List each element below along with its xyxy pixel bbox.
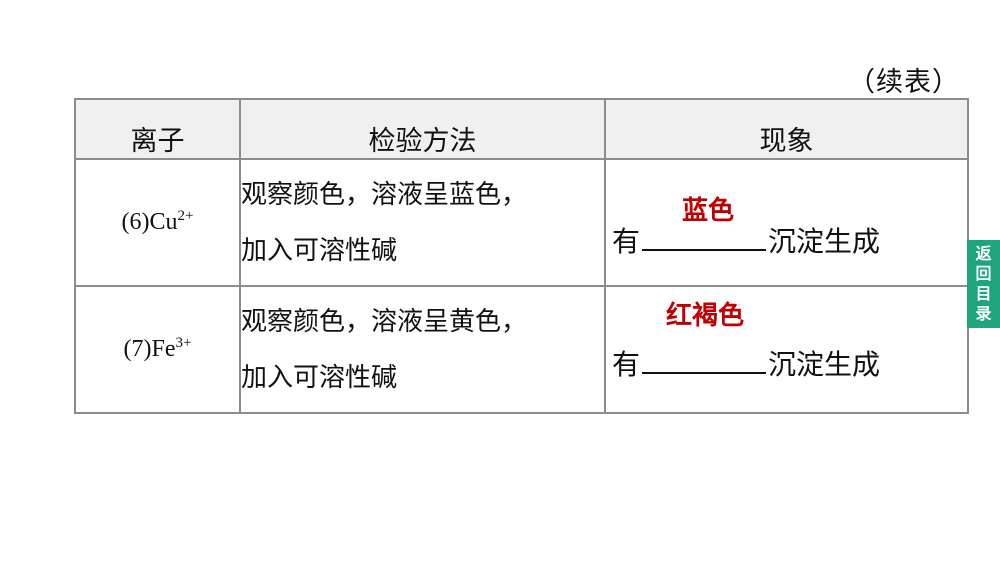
back-tab-char: 目: [975, 284, 992, 303]
ion-charge: 3+: [175, 335, 192, 351]
method-line: 观察颜色，溶液呈蓝色，: [241, 179, 528, 210]
answer-text: 红褐色: [666, 301, 745, 331]
table-row: (7)Fe3+ 观察颜色，溶液呈黄色， 加入可溶性碱 红褐色 有 沉淀生成: [74, 285, 969, 414]
ion-cell: (6)Cu2+: [74, 158, 241, 287]
header-phenomenon: 现象: [604, 98, 969, 160]
back-tab-char: 返: [975, 244, 992, 263]
method-line: 观察颜色，溶液呈黄色，: [241, 306, 528, 337]
fill-blank: [642, 348, 767, 374]
phenomenon-suffix: 沉淀生成: [768, 348, 881, 381]
fill-blank: [642, 225, 767, 251]
back-tab-char: 录: [975, 304, 992, 323]
phenomenon-prefix: 有: [612, 348, 641, 381]
ion-charge: 2+: [177, 208, 194, 224]
continued-table-label: （续表）: [848, 67, 960, 98]
table-row: (6)Cu2+ 观察颜色，溶液呈蓝色， 加入可溶性碱 蓝色 有 沉淀生成: [74, 158, 969, 287]
ion-cell: (7)Fe3+: [74, 285, 241, 414]
phenomenon-suffix: 沉淀生成: [768, 225, 881, 258]
phenomenon-cell: 蓝色 有 沉淀生成: [604, 158, 969, 287]
back-to-contents-button[interactable]: 返 回 目 录: [967, 240, 1000, 328]
method-line: 加入可溶性碱: [241, 235, 398, 266]
phenomenon-sentence: 有 沉淀生成: [612, 220, 880, 260]
table-header-row: 离子 检验方法 现象: [74, 98, 969, 160]
ion-test-table: 离子 检验方法 现象 (6)Cu2+ 观察颜色，溶液呈蓝色， 加入可溶性碱 蓝色…: [74, 98, 969, 414]
phenomenon-prefix: 有: [612, 225, 641, 258]
header-ion: 离子: [74, 98, 241, 160]
method-line: 加入可溶性碱: [241, 362, 398, 393]
method-cell: 观察颜色，溶液呈黄色， 加入可溶性碱: [239, 285, 606, 414]
ion-name: (6)Cu: [121, 209, 178, 235]
phenomenon-sentence: 有 沉淀生成: [612, 343, 880, 383]
ion-name: (7)Fe: [123, 336, 176, 362]
method-cell: 观察颜色，溶液呈蓝色， 加入可溶性碱: [239, 158, 606, 287]
answer-text: 蓝色: [682, 196, 735, 226]
back-tab-char: 回: [975, 264, 992, 283]
phenomenon-cell: 红褐色 有 沉淀生成: [604, 285, 969, 414]
header-method: 检验方法: [239, 98, 606, 160]
